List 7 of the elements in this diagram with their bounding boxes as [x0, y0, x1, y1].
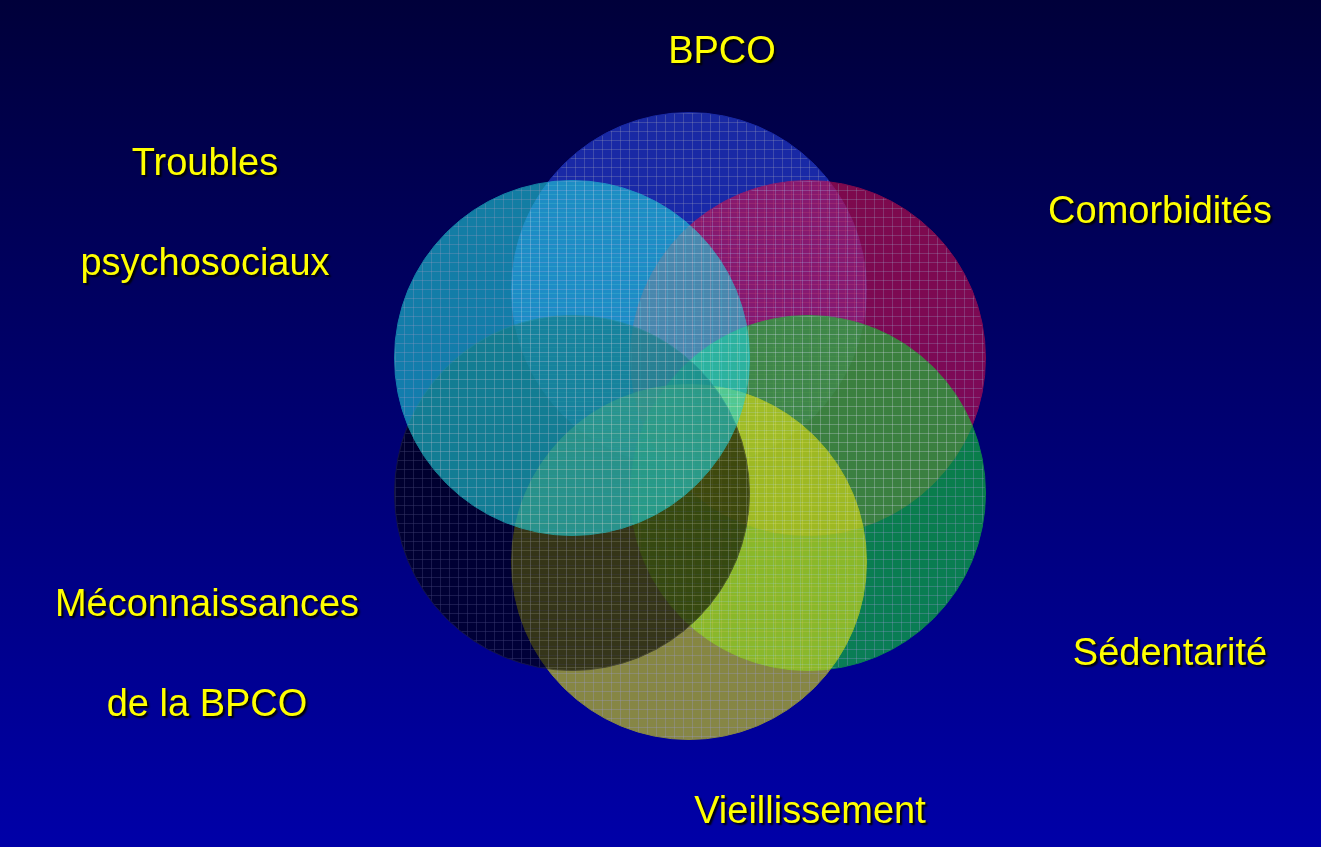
- circle-label: Troubles psychosociaux: [79, 140, 331, 285]
- circle-label: Méconnaissances de la BPCO: [53, 581, 361, 726]
- circle-label: Comorbidités: [1047, 188, 1273, 233]
- circle-label: BPCO: [667, 28, 777, 73]
- circle-label: Sédentarité: [1071, 630, 1269, 675]
- circle-label: Vieillissement: [693, 788, 927, 833]
- venn-circle: [394, 180, 750, 536]
